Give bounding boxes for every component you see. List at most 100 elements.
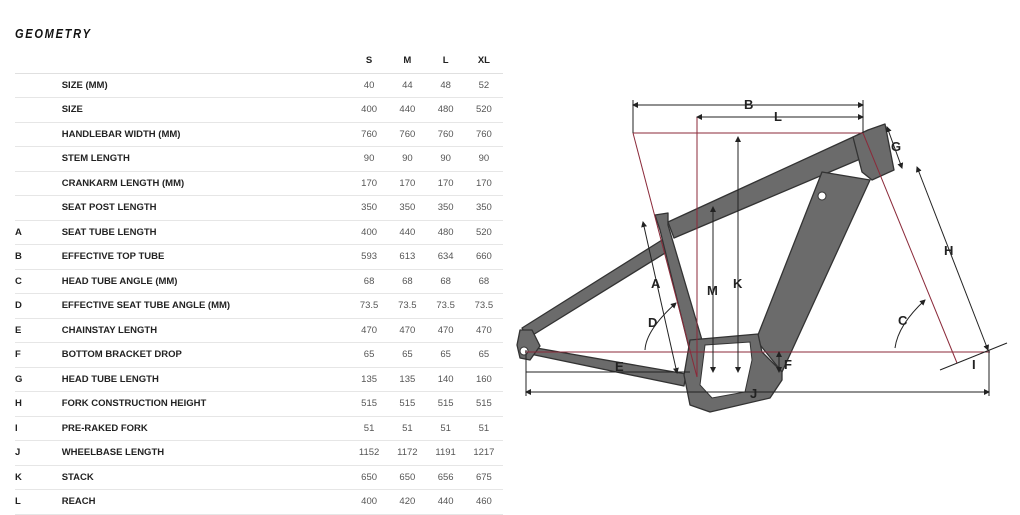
row-label: EFFECTIVE TOP TUBE: [61, 251, 165, 263]
col-xl: XL: [477, 55, 490, 67]
row-value: 400: [361, 104, 378, 116]
row-letter: L: [15, 496, 21, 508]
label-k: K: [733, 276, 743, 291]
row-value: 73.5: [436, 300, 455, 312]
row-value: 65: [440, 349, 451, 361]
row-value: 68: [478, 275, 490, 287]
row-value: 48: [440, 79, 451, 91]
row-value: 1152: [358, 447, 380, 459]
row-value: 760: [437, 128, 454, 140]
row-value: 520: [475, 226, 492, 238]
label-g: G: [891, 139, 901, 154]
row-label: SEAT TUBE LENGTH: [61, 226, 157, 238]
page-title: GEOMETRY: [15, 26, 92, 41]
label-i: I: [972, 357, 976, 372]
row-value: 51: [402, 422, 413, 434]
row-value: 660: [475, 251, 492, 263]
row-value: 170: [361, 177, 378, 189]
row-value: 650: [399, 471, 416, 483]
row-label: HEAD TUBE LENGTH: [61, 373, 159, 385]
label-l: L: [774, 109, 782, 124]
row-value: 470: [437, 324, 454, 336]
row-letter: K: [15, 471, 22, 483]
row-value: 675: [475, 471, 492, 483]
row-value: 350: [437, 202, 454, 214]
row-value: 90: [402, 153, 413, 165]
row-value: 73.5: [398, 300, 417, 312]
row-value: 400: [361, 226, 378, 238]
row-label: CRANKARM LENGTH (MM): [61, 177, 185, 189]
label-b: B: [744, 97, 753, 112]
row-label: HANDLEBAR WIDTH (MM): [61, 128, 181, 140]
down-tube: [755, 171, 871, 373]
row-letter: D: [15, 300, 22, 312]
row-label: CHAINSTAY LENGTH: [61, 324, 158, 336]
row-letter: H: [15, 398, 22, 410]
row-value: 515: [399, 398, 416, 410]
row-value: 68: [363, 275, 375, 287]
row-value: 170: [437, 177, 454, 189]
row-value: 613: [399, 251, 416, 263]
row-letter: B: [15, 251, 22, 263]
row-value: 470: [361, 324, 378, 336]
label-j: J: [750, 386, 757, 401]
row-value: 73.5: [359, 300, 379, 312]
row-value: 1191: [435, 447, 456, 459]
row-label: SEAT POST LENGTH: [61, 202, 157, 214]
row-value: 515: [475, 398, 492, 410]
label-d: D: [648, 315, 657, 330]
row-value: 593: [361, 251, 378, 263]
head-tube: [852, 123, 895, 181]
row-label: STACK: [61, 471, 94, 483]
row-label: STEM LENGTH: [61, 153, 130, 165]
col-l: L: [442, 55, 449, 67]
row-value: 440: [399, 226, 416, 238]
row-value: 170: [399, 177, 416, 189]
row-letter: F: [15, 349, 21, 361]
row-value: 515: [437, 398, 454, 410]
label-a: A: [651, 276, 661, 291]
row-value: 135: [361, 373, 378, 385]
row-value: 400: [361, 496, 378, 508]
row-value: 440: [399, 104, 416, 116]
label-m: M: [707, 283, 718, 298]
label-e: E: [615, 359, 624, 374]
dimension-lines: [525, 100, 1008, 396]
row-letter: I: [15, 422, 18, 434]
row-value: 650: [361, 471, 378, 483]
row-value: 480: [437, 226, 454, 238]
row-letter: J: [15, 447, 21, 459]
row-value: 1217: [473, 447, 495, 459]
row-value: 90: [440, 153, 451, 165]
dimension-labels: B L G H A M K D C E F I J: [615, 97, 976, 401]
row-value: 73.5: [474, 300, 494, 312]
row-value: 420: [399, 496, 416, 508]
row-value: 460: [475, 496, 492, 508]
row-letter: G: [15, 373, 23, 385]
row-value: 65: [402, 349, 413, 361]
row-value: 470: [399, 324, 416, 336]
row-value: 40: [363, 79, 375, 91]
row-value: 480: [437, 104, 454, 116]
row-value: 68: [402, 275, 413, 287]
row-value: 160: [475, 373, 492, 385]
table-header: S M L XL: [15, 49, 503, 74]
label-f: F: [784, 357, 792, 372]
row-value: 68: [440, 275, 451, 287]
label-c: C: [898, 313, 908, 328]
